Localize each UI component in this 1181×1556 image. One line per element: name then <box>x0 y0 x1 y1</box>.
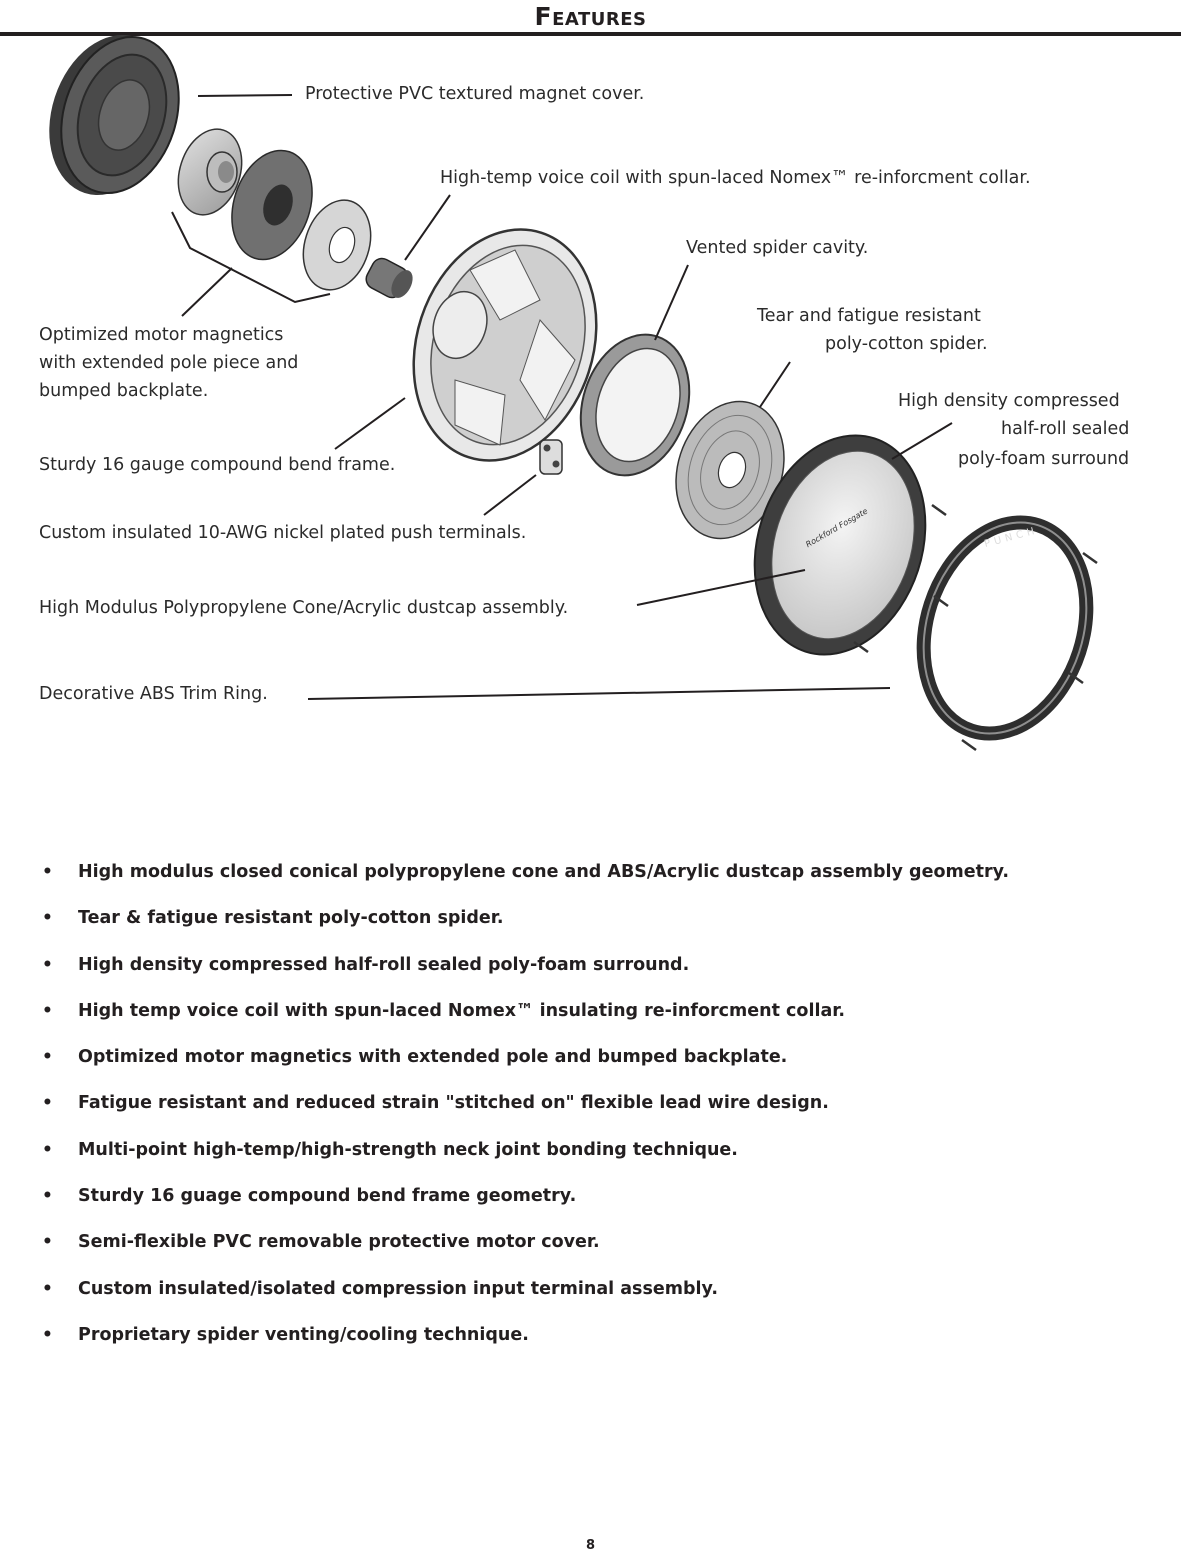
voice-coil-part <box>365 257 413 299</box>
feature-text: Fatigue resistant and reduced strain "st… <box>78 1093 829 1114</box>
callout-motor-line1: Optimized motor magnetics <box>39 325 284 345</box>
bullet: • <box>42 1232 53 1253</box>
bullet: • <box>42 1093 53 1114</box>
bullet: • <box>42 1000 53 1021</box>
callout-voice-coil: High-temp voice coil with spun-laced Nom… <box>440 168 1031 188</box>
feature-text: High density compressed half-roll sealed… <box>78 954 690 975</box>
callout-frame: Sturdy 16 gauge compound bend frame. <box>39 455 396 475</box>
feature-text: Sturdy 16 guage compound bend frame geom… <box>78 1186 577 1207</box>
feature-text: High temp voice coil with spun-laced Nom… <box>78 1000 846 1021</box>
bullet: • <box>42 1324 53 1345</box>
feature-text: High modulus closed conical polypropylen… <box>78 862 1010 882</box>
bullet: • <box>42 1186 53 1207</box>
features-list: • High modulus closed conical polypropyle… <box>38 853 1158 1362</box>
callout-spider-cavity: Vented spider cavity. <box>686 238 869 258</box>
top-plate-part <box>302 199 372 291</box>
leader-lines <box>171 94 953 700</box>
page-title: Features <box>534 2 647 31</box>
callout-surround-line2: half-roll sealed <box>1001 419 1130 439</box>
magnet-cover-part <box>49 34 180 196</box>
callout-magnet-cover: Protective PVC textured magnet cover. <box>305 84 645 104</box>
callout-surround-line1: High density compressed <box>898 391 1120 411</box>
list-item: • High density compressed half-roll seale… <box>38 946 1158 992</box>
trim-ring-part: PUNCH <box>916 515 1094 741</box>
list-item: • High temp voice coil with spun-laced No… <box>38 992 1158 1038</box>
list-item: • Proprietary spider venting/cooling tech… <box>38 1316 1158 1362</box>
list-item: • Semi-flexible PVC removable protective … <box>38 1223 1158 1269</box>
bullet: • <box>42 954 53 975</box>
list-item: • Multi-point high-temp/high-strength nec… <box>38 1131 1158 1177</box>
cone-surround-part: Rockford Fosgate <box>753 434 927 656</box>
title-rule <box>0 32 1181 36</box>
feature-text: Custom insulated/isolated compression in… <box>78 1278 718 1299</box>
spider-part <box>675 400 785 540</box>
feature-text: Tear & fatigue resistant poly-cotton spi… <box>78 908 504 929</box>
terminals-part <box>539 439 563 475</box>
callout-motor-line3: bumped backplate. <box>39 381 209 401</box>
backplate-part <box>177 128 243 216</box>
callout-surround-line3: poly-foam surround <box>958 449 1130 469</box>
page-header: Features <box>0 0 1181 38</box>
feature-text: Multi-point high-temp/high-strength neck… <box>78 1139 738 1160</box>
page-number: 8 <box>585 1538 596 1553</box>
bullet: • <box>42 1139 53 1160</box>
mounting-screws <box>853 503 1098 752</box>
list-item: • Fatigue resistant and reduced strain "s… <box>38 1084 1158 1130</box>
callout-motor-line2: with extended pole piece and <box>39 353 299 373</box>
exploded-speaker-diagram: Rockford Fosgate PUNCH <box>49 34 1098 752</box>
bullet: • <box>42 908 53 929</box>
list-item: • Custom insulated/isolated compression i… <box>38 1270 1158 1316</box>
feature-text: Semi-flexible PVC removable protective m… <box>78 1232 600 1253</box>
frame-part <box>412 228 598 462</box>
bullet: • <box>42 862 53 882</box>
magnet-part <box>231 149 313 261</box>
list-item: • Sturdy 16 guage compound bend frame geo… <box>38 1177 1158 1223</box>
list-item: • High modulus closed conical polypropyle… <box>38 853 1158 899</box>
feature-text: Proprietary spider venting/cooling techn… <box>78 1324 529 1345</box>
list-item: • Optimized motor magnetics with extended… <box>38 1038 1158 1084</box>
spider-cavity-part <box>579 333 691 477</box>
callout-spider-line2: poly-cotton spider. <box>825 334 988 354</box>
bullet: • <box>42 1047 53 1068</box>
callout-cone: High Modulus Polypropylene Cone/Acrylic … <box>39 598 569 618</box>
list-item: • Tear & fatigue resistant poly-cotton sp… <box>38 899 1158 945</box>
bullet: • <box>42 1278 53 1299</box>
callout-trim-ring: Decorative ABS Trim Ring. <box>39 684 268 704</box>
callout-spider-line1: Tear and fatigue resistant <box>757 306 981 326</box>
callout-terminals: Custom insulated 10-AWG nickel plated pu… <box>39 523 527 543</box>
feature-text: Optimized motor magnetics with extended … <box>78 1047 788 1068</box>
